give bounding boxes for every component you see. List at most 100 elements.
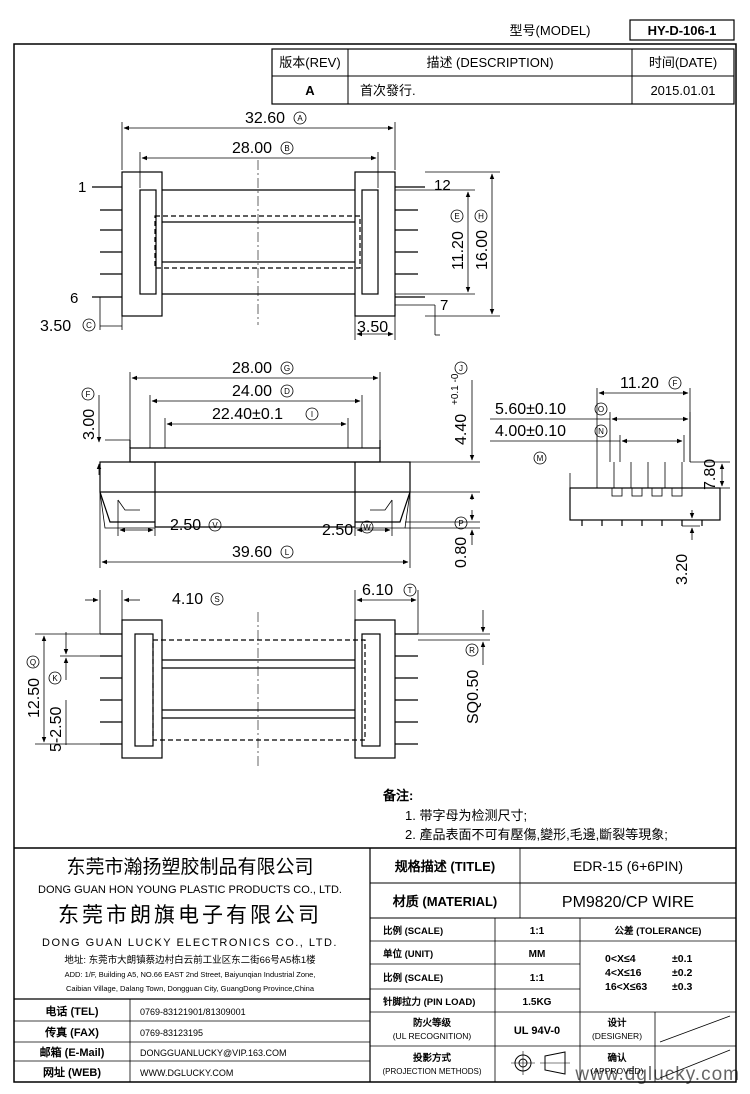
contact-tel-value[interactable]: 0769-83121901/81309001 — [140, 1007, 246, 1017]
dim-32-60: 32.60 — [245, 110, 285, 127]
pin-load-label: 针脚拉力 (PIN LOAD) — [383, 996, 475, 1008]
top-view-labels: 32.60 A 28.00 B 11.20 E 16.00 H 3.50 C 3… — [40, 110, 491, 336]
desc-value: 首次發行. — [360, 83, 416, 98]
front-view — [99, 440, 411, 529]
company-name-en-2: DONG GUAN LUCKY ELECTRONICS CO., LTD. — [42, 937, 338, 949]
contacts-block: 电话 (TEL) 0769-83121901/81309001 传真 (FAX)… — [40, 1004, 287, 1079]
top-view-dimensions — [99, 122, 500, 340]
contact-tel-label: 电话 (TEL) — [45, 1004, 98, 1018]
header-texts: 型号(MODEL) HY-D-106-1 版本(REV) 描述 (DESCRIP… — [279, 23, 717, 98]
bottom-view-dimensions — [35, 590, 490, 745]
contact-email-value[interactable]: DONGGUANLUCKY@VIP.163.COM — [140, 1048, 287, 1058]
tag-h: H — [478, 212, 484, 221]
tag-m: M — [537, 454, 544, 463]
tag-g: G — [284, 364, 290, 373]
pin-1-label: 1 — [78, 179, 86, 196]
pin-6-label: 6 — [70, 290, 78, 307]
dim-2-50-left: 2.50 — [170, 517, 201, 534]
dim-28-00: 28.00 — [232, 140, 272, 157]
side-view-dimensions — [490, 388, 730, 540]
tol-2-value: ±0.2 — [672, 967, 693, 979]
unit-value: MM — [529, 949, 546, 960]
scale-value-2: 1:1 — [530, 973, 545, 984]
unit-label: 单位 (UNIT) — [383, 948, 433, 960]
tol-2-range: 4<X≤16 — [605, 967, 642, 979]
date-label: 时间(DATE) — [649, 55, 717, 70]
model-label: 型号(MODEL) — [510, 23, 591, 38]
side-view-labels: 11.20 F 5.60±0.10 O 4.00±0.10 N 7.80 M 3… — [495, 375, 719, 585]
tag-w: W — [363, 523, 371, 532]
bottom-view-labels: 4.10 S 6.10 T 12.50 Q 5-2.50 K SQ0.50 R — [26, 582, 482, 752]
designer-label-1: 设计 — [607, 1017, 627, 1029]
pin-12-label: 12 — [434, 177, 451, 194]
dim-11-20: 11.20 — [450, 231, 467, 270]
tag-f-front: F — [86, 390, 91, 399]
tag-f-side: F — [673, 379, 678, 388]
ul-label-2: (UL RECOGNITION) — [393, 1031, 472, 1041]
dim-4-40-tol: +0.1 -0 — [450, 373, 461, 405]
dim-5-60: 5.60±0.10 — [495, 401, 566, 418]
rev-value: A — [305, 83, 315, 98]
projection-symbol-icon — [511, 1051, 570, 1075]
company-address-cn: 地址: 东莞市大朗镇蔡边村白云前工业区东二街66号A5栋1楼 — [64, 954, 316, 966]
company-name-en-1: DONG GUAN HON YOUNG PLASTIC PRODUCTS CO.… — [38, 884, 342, 896]
dim-3-00: 3.00 — [81, 409, 98, 440]
dim-28-00-front: 28.00 — [232, 360, 272, 377]
material-value: PM9820/CP WIRE — [562, 894, 694, 911]
contact-email-label: 邮箱 (E-Mail) — [40, 1045, 105, 1059]
tag-e: E — [454, 212, 459, 221]
notes: 备注: 1. 带字母为检测尺寸; 2. 產品表面不可有壓傷,變形,毛邊,斷裂等現… — [382, 788, 668, 842]
title-label: 规格描述 (TITLE) — [395, 859, 495, 874]
approved-label-2: (APPROVED) — [591, 1066, 644, 1076]
dim-5-2-50: 5-2.50 — [48, 707, 65, 752]
dim-0-80: 0.80 — [453, 537, 470, 568]
tag-s: S — [214, 595, 219, 604]
designer-label-2: (DESIGNER) — [592, 1031, 642, 1041]
front-view-dimensions — [96, 372, 480, 568]
desc-label: 描述 (DESCRIPTION) — [426, 55, 553, 70]
contact-web-value[interactable]: WWW.DGLUCKY.COM — [140, 1068, 233, 1078]
tag-n: N — [598, 427, 604, 436]
tag-k: K — [52, 674, 58, 683]
dim-7-80: 7.80 — [702, 459, 719, 490]
rev-label: 版本(REV) — [279, 55, 340, 70]
ul-label-1: 防火等级 — [413, 1017, 452, 1029]
scale-value-1: 1:1 — [530, 926, 545, 937]
spec-block: 规格描述 (TITLE) EDR-15 (6+6PIN) 材质 (MATERIA… — [382, 858, 701, 1076]
company-name-cn-1: 东莞市瀚扬塑胶制品有限公司 — [66, 856, 313, 878]
dim-12-50: 12.50 — [26, 678, 43, 718]
dim-11-20-side: 11.20 — [620, 375, 659, 392]
tol-3-range: 16<X≤63 — [605, 981, 647, 993]
dim-16-00: 16.00 — [474, 230, 491, 270]
title-value: EDR-15 (6+6PIN) — [573, 858, 683, 874]
header-table — [271, 19, 735, 105]
tag-t: T — [408, 586, 413, 595]
tag-l: L — [285, 548, 290, 557]
tag-j: J — [459, 364, 463, 373]
tag-p: P — [458, 519, 463, 528]
title-block-grid — [14, 847, 736, 1082]
tag-b: B — [284, 144, 289, 153]
dim-3-50-left: 3.50 — [40, 318, 71, 335]
tolerance-label: 公差 (TOLERANCE) — [615, 925, 702, 937]
dim-2-50-right: 2.50 — [322, 522, 353, 539]
dim-4-40: 4.40 — [453, 414, 470, 445]
dim-22-40: 22.40±0.1 — [212, 406, 283, 423]
tag-r: R — [469, 646, 475, 655]
company-address-en-2: Caibian Village, Dalang Town, Dongguan C… — [66, 984, 315, 993]
proj-label-1: 投影方式 — [413, 1052, 452, 1064]
contact-web-label: 网址 (WEB) — [43, 1065, 101, 1079]
bottom-view — [100, 612, 418, 768]
tag-q: Q — [30, 658, 36, 667]
dim-4-10: 4.10 — [172, 591, 203, 608]
watermark: www.dglucky.com — [574, 1064, 740, 1085]
company-block: 东莞市瀚扬塑胶制品有限公司 DONG GUAN HON YOUNG PLASTI… — [38, 856, 342, 993]
side-view — [569, 462, 721, 526]
contact-fax-value: 0769-83123195 — [140, 1028, 203, 1038]
scale-label-2: 比例 (SCALE) — [383, 972, 443, 984]
tag-o: O — [598, 405, 604, 414]
pin-load-value: 1.5KG — [523, 997, 552, 1008]
tag-d: D — [284, 387, 290, 396]
tag-a: A — [297, 114, 303, 123]
top-view — [92, 160, 425, 325]
